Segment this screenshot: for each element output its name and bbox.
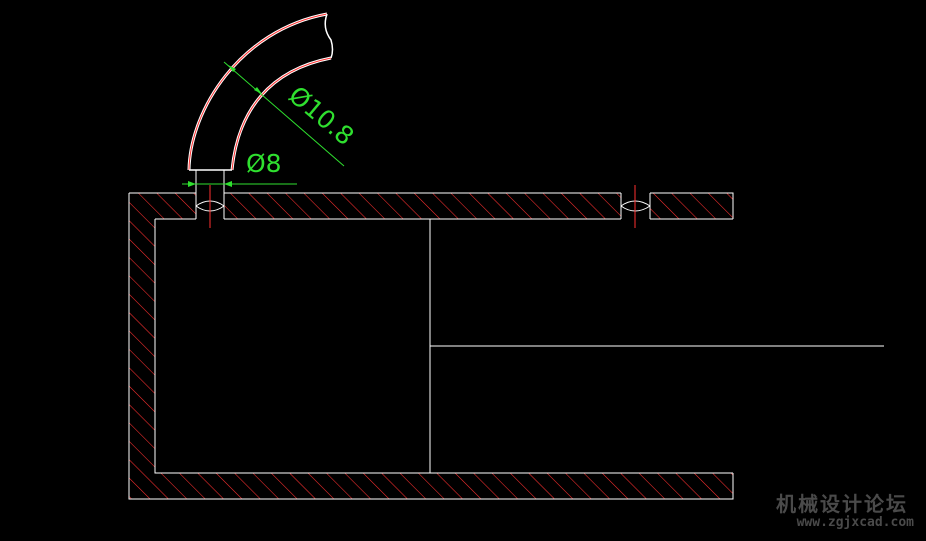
left-port <box>195 170 225 228</box>
cylinder-wall <box>128 192 734 500</box>
wall-outline <box>128 192 734 500</box>
bent-pipe <box>187 12 334 171</box>
dimension-small-bore-label: Ø8 <box>246 149 282 178</box>
dimension-bent-pipe-label: Ø10.8 <box>283 80 359 151</box>
bent-pipe-break-line <box>324 13 334 59</box>
right-port <box>620 185 651 228</box>
watermark-site-name: 机械设计论坛 <box>776 492 908 516</box>
dimension-small-bore: Ø8 <box>182 149 297 187</box>
watermark-url: www.zgjxcad.com <box>796 515 914 530</box>
dimension-bent-pipe: Ø10.8 <box>223 61 360 167</box>
